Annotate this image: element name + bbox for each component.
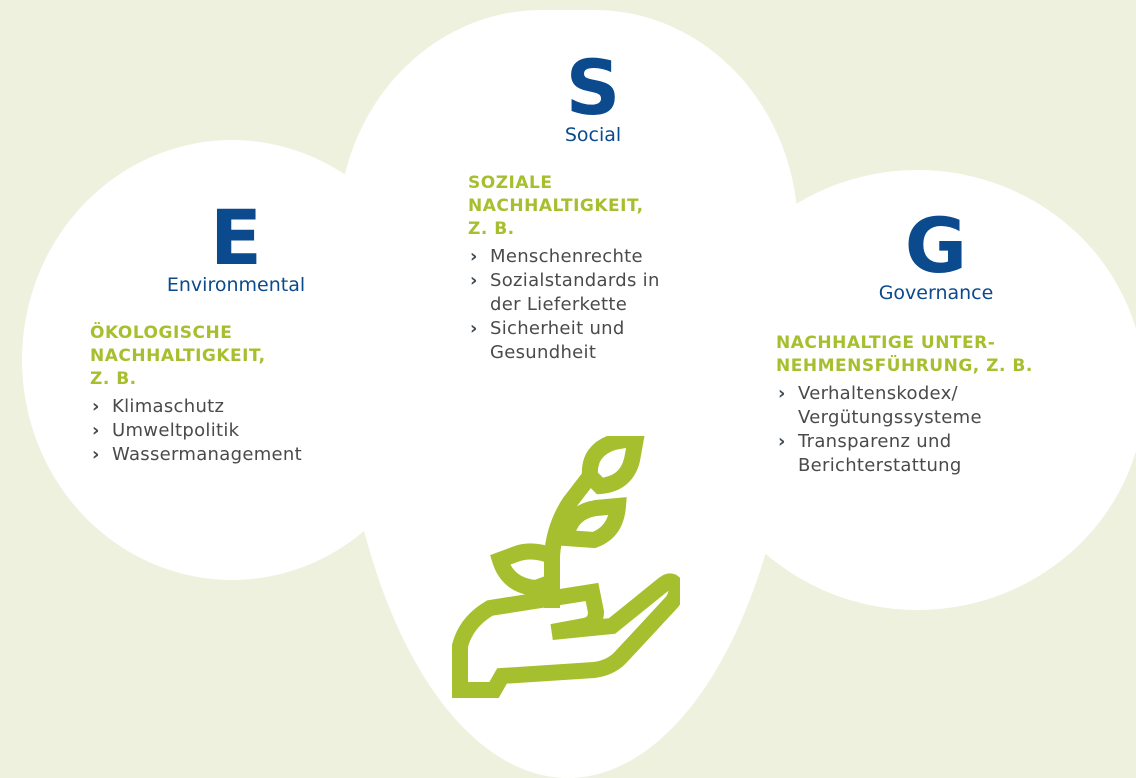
bullet-icon: ›	[92, 420, 100, 441]
list-item: › Verhaltenskodex/ Vergütungssysteme	[776, 382, 998, 430]
heading-line: NEHMENSFÜHRUNG, Z. B.	[776, 356, 1033, 376]
governance-word: Governance	[878, 282, 994, 304]
list-item-text: Menschenrechte	[490, 246, 643, 267]
environmental-word: Environmental	[166, 274, 306, 296]
list-item-text: Verhaltenskodex/ Vergütungssysteme	[798, 383, 982, 428]
social-circle	[338, 10, 798, 778]
list-item: › Wassermanagement	[90, 443, 350, 467]
heading-line: SOZIALE	[468, 173, 553, 193]
heading-line: ÖKOLOGISCHE	[90, 323, 233, 343]
governance-letter: G	[904, 201, 968, 290]
social-column: S Social SOZIALE NACHHALTIGKEIT, Z. B. ›…	[468, 50, 698, 365]
environmental-header: E Environmental	[136, 193, 336, 297]
social-header: S Social	[508, 43, 678, 147]
bullet-icon: ›	[778, 383, 786, 404]
list-item-text: Wassermanagement	[112, 444, 302, 465]
list-item: › Menschenrechte	[468, 245, 668, 269]
heading-line: Z. B.	[468, 219, 515, 239]
list-item: › Transparenz und Berichterstattung	[776, 430, 978, 478]
bullet-icon: ›	[470, 318, 478, 339]
social-letter: S	[565, 43, 621, 132]
social-heading: SOZIALE NACHHALTIGKEIT, Z. B.	[468, 172, 668, 241]
social-list: › Menschenrechte › Sozialstandards in der …	[468, 245, 668, 365]
list-item-text: Umweltpolitik	[112, 420, 240, 441]
governance-list: › Verhaltenskodex/ Vergütungssysteme › Tra…	[776, 382, 1006, 478]
heading-line: NACHHALTIGKEIT,	[468, 196, 644, 216]
bullet-icon: ›	[92, 444, 100, 465]
environmental-column: E Environmental ÖKOLOGISCHE NACHHALTIGKE…	[90, 200, 350, 467]
heading-line: NACHHALTIGKEIT,	[90, 346, 266, 366]
governance-column: G Governance NACHHALTIGE UNTER- NEHMENSF…	[776, 208, 1066, 478]
governance-heading: NACHHALTIGE UNTER- NEHMENSFÜHRUNG, Z. B.	[776, 332, 1076, 378]
list-item-text: Klimaschutz	[112, 396, 225, 417]
governance-header: G Governance	[826, 201, 1046, 305]
list-item: › Umweltpolitik	[90, 419, 350, 443]
bullet-icon: ›	[778, 431, 786, 452]
plant-in-hand-icon	[452, 436, 680, 698]
bullet-icon: ›	[470, 246, 478, 267]
list-item-text: Sicherheit und Gesundheit	[490, 318, 625, 363]
list-item-text: Transparenz und Berichterstattung	[798, 431, 962, 476]
list-item: › Klimaschutz	[90, 395, 350, 419]
bullet-icon: ›	[470, 270, 478, 291]
environmental-list: › Klimaschutz › Umweltpolitik › Wassermanag…	[90, 395, 350, 467]
heading-line: Z. B.	[90, 369, 137, 389]
social-word: Social	[564, 124, 622, 146]
list-item-text: Sozialstandards in der Lieferkette	[490, 270, 660, 315]
environmental-letter: E	[210, 193, 262, 282]
environmental-heading: ÖKOLOGISCHE NACHHALTIGKEIT, Z. B.	[90, 322, 350, 391]
list-item: › Sozialstandards in der Lieferkette	[468, 269, 680, 317]
list-item: › Sicherheit und Gesundheit	[468, 317, 650, 365]
heading-line: NACHHALTIGE UNTER-	[776, 333, 996, 353]
bullet-icon: ›	[92, 396, 100, 417]
